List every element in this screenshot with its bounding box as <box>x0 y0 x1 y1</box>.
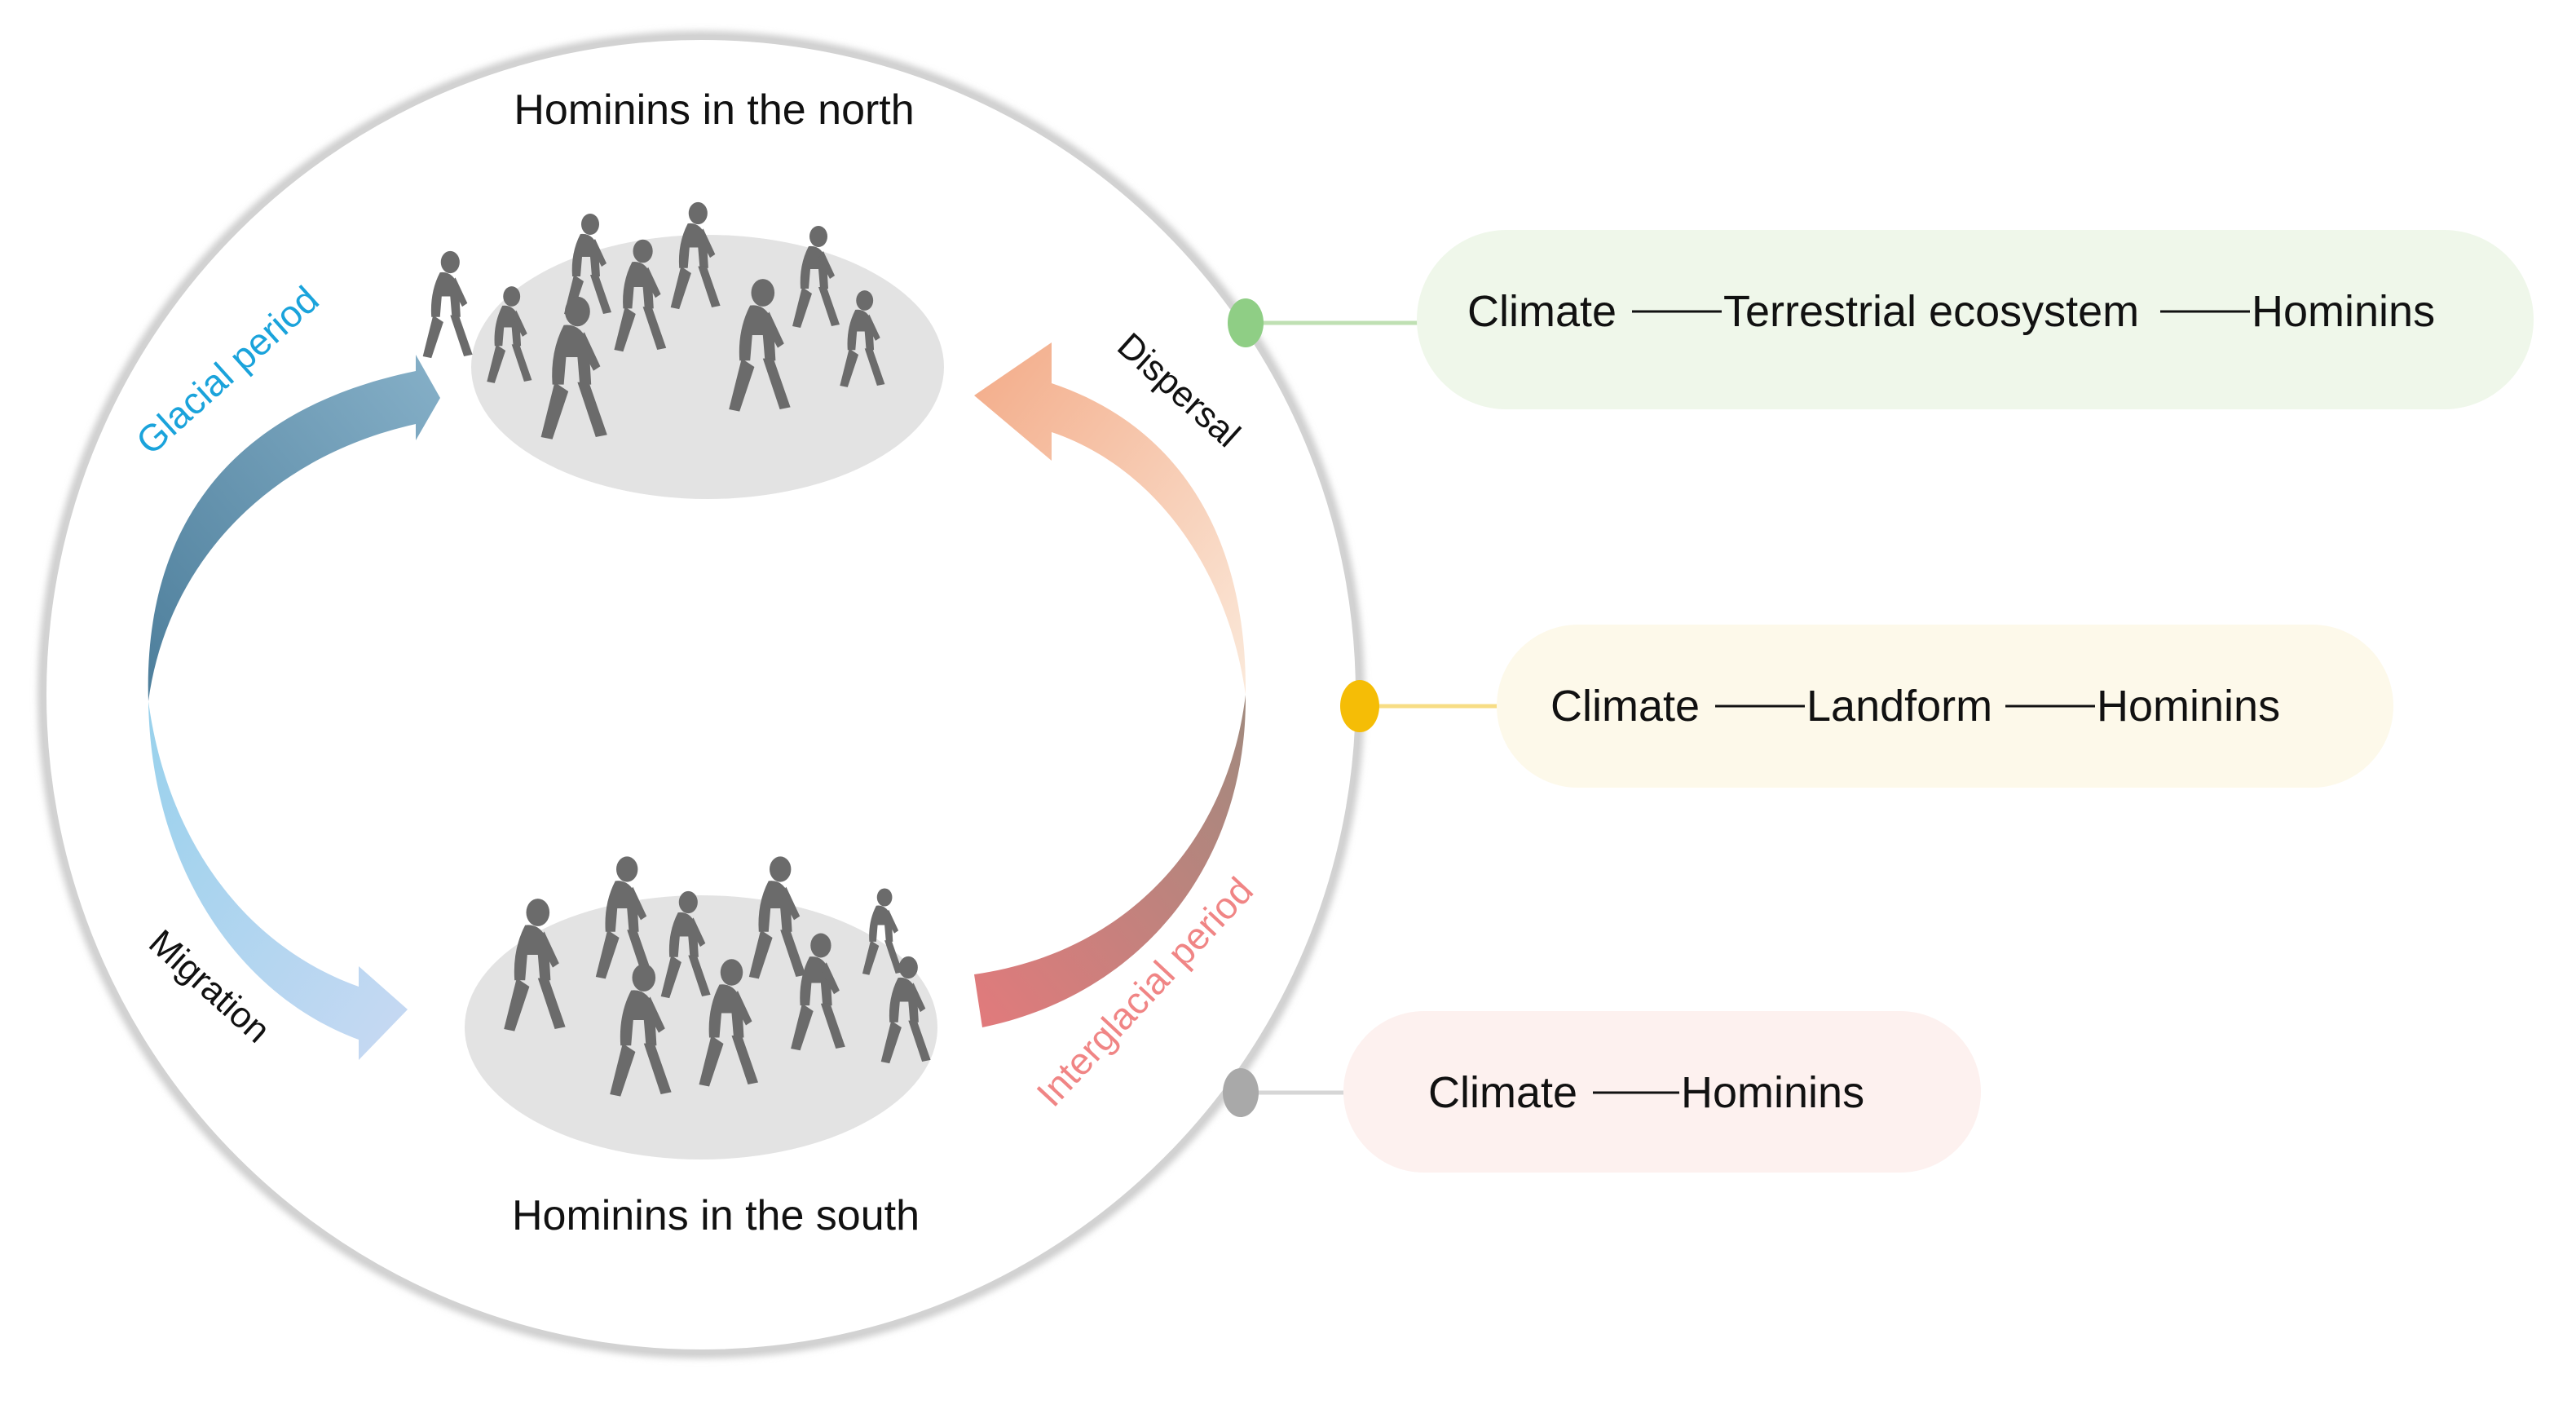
relation-1-term-2: Terrestrial ecosystem <box>1723 287 2139 336</box>
relation-3-term-2: Hominins <box>1681 1068 1864 1117</box>
relation-2-term-3: Hominins <box>2097 682 2280 731</box>
north-hominin-figure-7 <box>729 279 791 412</box>
south-hominin-figure-9 <box>880 956 931 1064</box>
glacial-arrow <box>148 355 440 701</box>
south-hominin-figure-4 <box>660 890 711 999</box>
relation-dot-1 <box>1228 298 1264 347</box>
north-label: Hominins in the north <box>514 86 914 134</box>
relation-dot-2 <box>1340 680 1379 732</box>
relation-pill-2 <box>1497 625 2393 788</box>
north-hominin-figure-5 <box>614 239 667 352</box>
north-hominin-figures <box>422 201 885 439</box>
south-hominin-figure-6 <box>748 856 806 979</box>
migration-arrow <box>148 701 408 1060</box>
relation-3-term-1: Climate <box>1428 1068 1577 1117</box>
relation-dot-3 <box>1223 1068 1259 1117</box>
south-label: Hominins in the south <box>512 1192 920 1239</box>
relation-2-term-2: Landform <box>1806 682 1992 731</box>
south-hominin-figure-3 <box>610 964 672 1097</box>
north-hominin-figure-3 <box>564 214 611 316</box>
relation-2-term-1: Climate <box>1550 682 1700 731</box>
north-hominin-figure-4 <box>540 296 607 439</box>
north-hominin-figure-9 <box>840 290 885 387</box>
north-hominin-figure-2 <box>487 286 532 383</box>
north-hominin-figure-6 <box>670 201 721 310</box>
relation-pill-1 <box>1417 230 2534 409</box>
interglacial-arrow <box>974 695 1246 1027</box>
north-hominin-figure-1 <box>422 250 473 359</box>
south-hominin-figure-7 <box>791 933 845 1051</box>
south-hominin-figure-8 <box>862 888 903 975</box>
north-hominin-figure-8 <box>792 226 840 328</box>
dispersal-arrow <box>974 342 1246 695</box>
south-hominin-figure-2 <box>595 856 653 979</box>
south-hominin-figures <box>504 856 931 1097</box>
relation-1-term-1: Climate <box>1467 287 1617 336</box>
south-hominin-figure-5 <box>699 959 758 1087</box>
relation-1-term-3: Hominins <box>2252 287 2435 336</box>
south-hominin-figure-1 <box>504 899 566 1031</box>
